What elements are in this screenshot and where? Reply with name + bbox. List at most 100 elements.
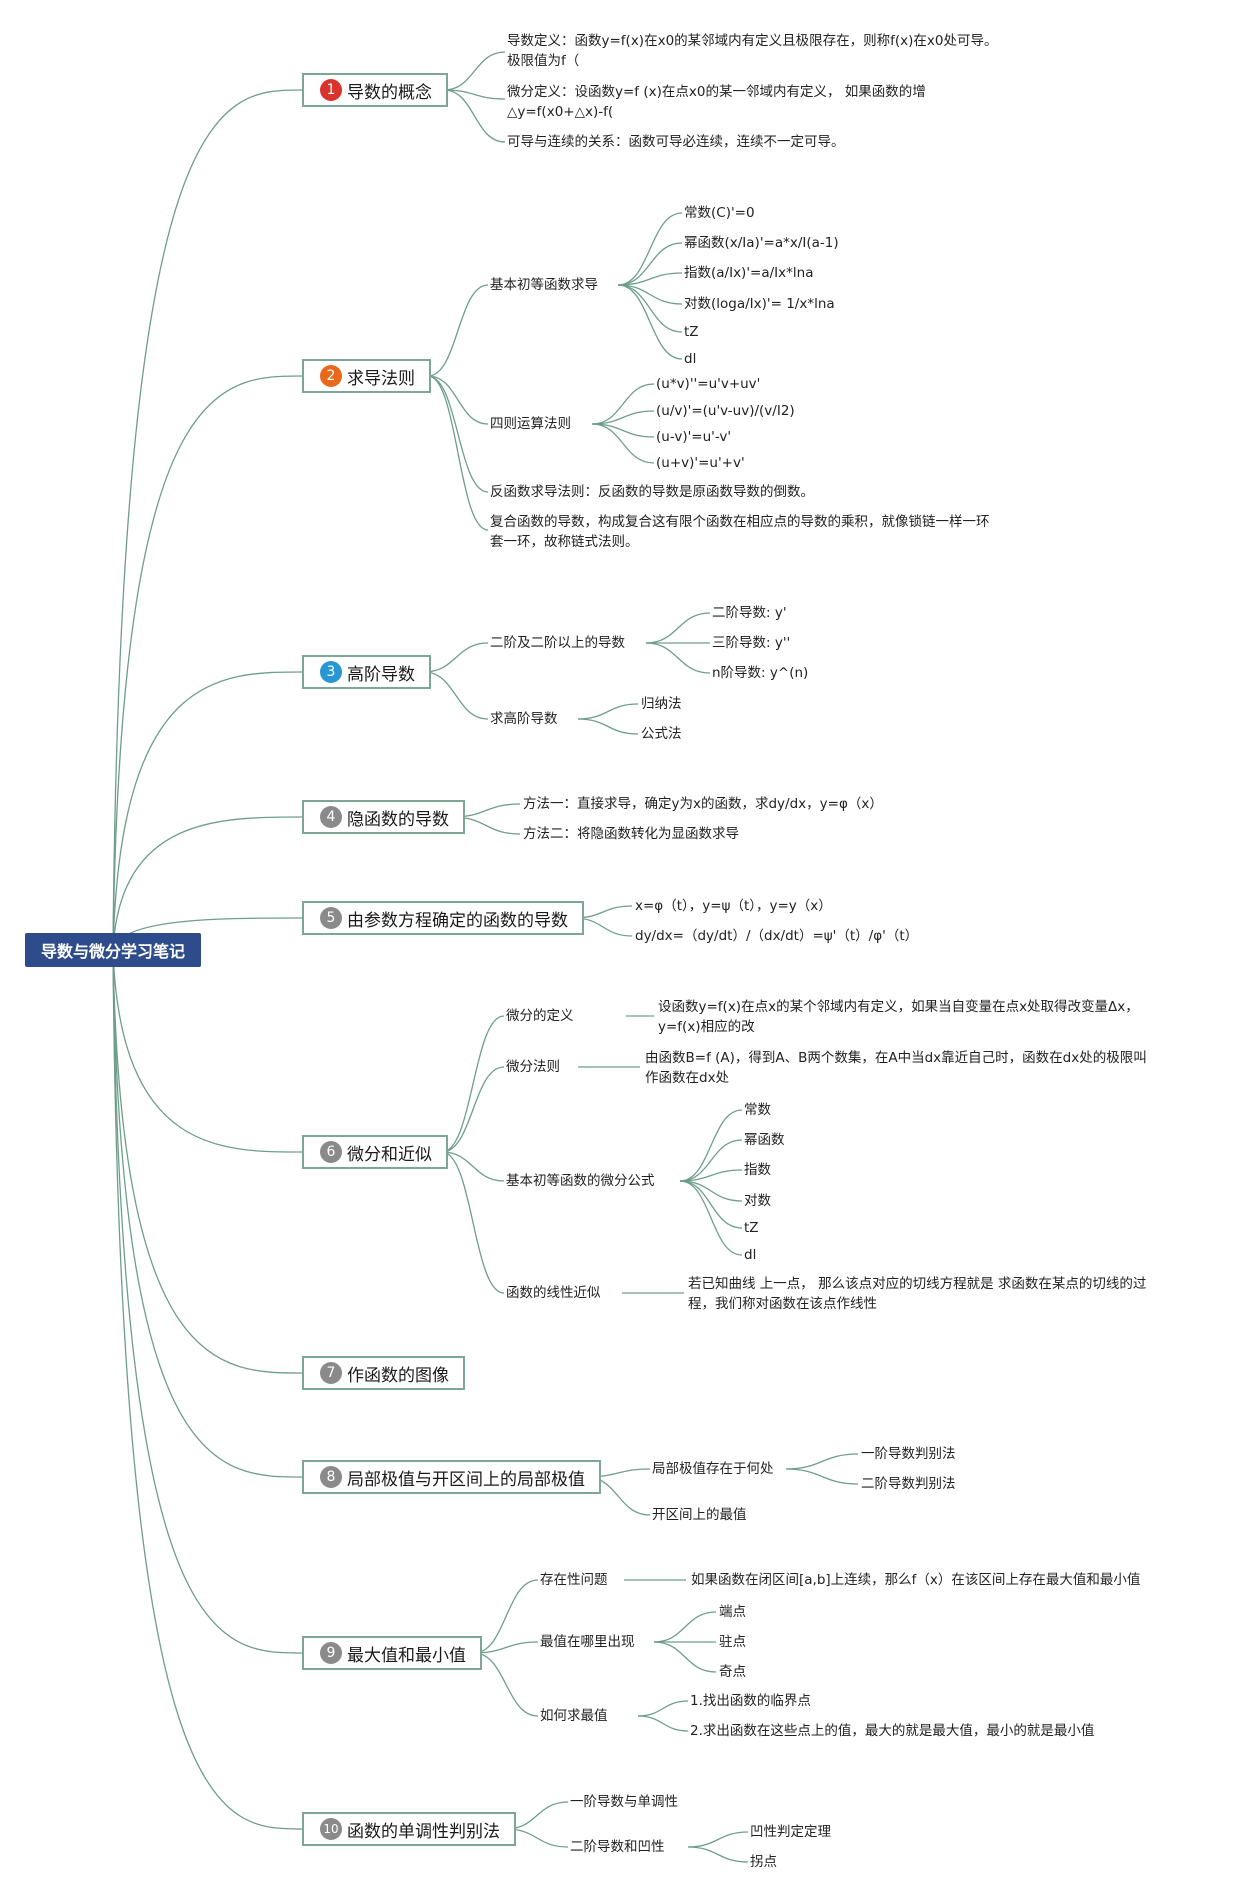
node-t10b[interactable]: 二阶导数和凹性 xyxy=(570,1839,665,1855)
connector-line xyxy=(617,242,683,286)
connector-line xyxy=(679,1180,743,1256)
node-t9b1[interactable]: 端点 xyxy=(719,1604,746,1620)
node-t10b1[interactable]: 凹性判定定理 xyxy=(750,1824,831,1840)
node-t2a5[interactable]: tZ xyxy=(684,324,699,340)
badge-5: 5 xyxy=(320,907,342,929)
badge-10: 10 xyxy=(320,1818,342,1840)
node-t10a[interactable]: 一阶导数与单调性 xyxy=(570,1794,678,1810)
node-t2b[interactable]: 四则运算法则 xyxy=(490,416,571,432)
connector-line xyxy=(617,284,683,333)
node-t2a[interactable]: 基本初等函数求导 xyxy=(490,277,598,293)
node-t6c2[interactable]: 幂函数 xyxy=(744,1132,785,1148)
node-t9b3[interactable]: 奇点 xyxy=(719,1664,746,1680)
node-t6c6[interactable]: dl xyxy=(744,1247,757,1263)
connector-line xyxy=(617,272,683,286)
node-t6c1[interactable]: 常数 xyxy=(744,1102,771,1118)
node-t6a1[interactable]: 设函数y=f(x)在点x的某个邻域内有定义，如果当自变量在点x处取得改变量Δx，… xyxy=(658,999,1139,1035)
node-t6d[interactable]: 函数的线性近似 xyxy=(506,1285,601,1301)
node-t6b1[interactable]: 由函数B=f (A)，得到A、B两个数集，在A中当dx靠近自己时，函数在dx处的… xyxy=(645,1050,1147,1086)
node-t3b2[interactable]: 公式法 xyxy=(641,726,682,742)
node-t6a[interactable]: 微分的定义 xyxy=(506,1008,574,1024)
connector-line xyxy=(427,375,489,425)
node-t9a[interactable]: 存在性问题 xyxy=(540,1572,608,1588)
topic-label: 最大值和最小值 xyxy=(347,1645,466,1666)
connector-line xyxy=(679,1169,743,1182)
node-t2b4[interactable]: (u+v)'=u'+v' xyxy=(656,455,745,471)
node-t3a2[interactable]: 三阶导数: y'' xyxy=(712,635,791,651)
connector-line xyxy=(591,410,655,425)
connector-line xyxy=(785,1453,859,1470)
node-t6c4[interactable]: 对数 xyxy=(744,1193,771,1209)
node-t9c1[interactable]: 1.找出函数的临界点 xyxy=(690,1693,811,1709)
node-t3a3[interactable]: n阶导数: y^(n) xyxy=(712,665,809,681)
node-t2b2[interactable]: (u/v)'=(u'v-uv)/(v/I2) xyxy=(656,403,795,419)
connector-line xyxy=(679,1109,743,1182)
node-t2a6[interactable]: dl xyxy=(684,351,697,367)
connector-line xyxy=(679,1180,743,1202)
node-t4b[interactable]: 方法二：将隐函数转化为显函数求导 xyxy=(523,826,739,842)
node-t9b2[interactable]: 驻点 xyxy=(719,1634,746,1650)
node-t2a2[interactable]: 幂函数(x/Ia)'=a*x/I(a-1) xyxy=(684,235,839,251)
node-t2a1[interactable]: 常数(C)'=0 xyxy=(684,205,755,221)
connector-line xyxy=(617,284,683,305)
node-t1c[interactable]: 可导与连续的关系：函数可导必连续，连续不一定可导。 xyxy=(507,134,845,150)
node-t6c3[interactable]: 指数 xyxy=(744,1162,771,1178)
badge-2: 2 xyxy=(320,365,342,387)
node-t8a[interactable]: 局部极值存在于何处 xyxy=(652,1461,774,1477)
node-t6d1[interactable]: 若已知曲线 上一点， 那么该点对应的切线方程就是 求函数在某点的切线的过程，我们… xyxy=(688,1276,1147,1312)
connector-line xyxy=(591,423,655,464)
node-t2a3[interactable]: 指数(a/Ix)'=a/Ix*lna xyxy=(684,265,814,281)
node-t8b[interactable]: 开区间上的最值 xyxy=(652,1507,747,1523)
root-connector xyxy=(112,949,303,1478)
node-t3b1[interactable]: 归纳法 xyxy=(641,696,682,712)
connector-line xyxy=(617,284,683,360)
node-t6c[interactable]: 基本初等函数的微分公式 xyxy=(506,1173,655,1189)
node-t8a1[interactable]: 一阶导数判别法 xyxy=(861,1446,956,1462)
node-t10b2[interactable]: 拐点 xyxy=(750,1854,777,1870)
topic-label: 由参数方程确定的函数的导数 xyxy=(347,910,568,931)
badge-7: 7 xyxy=(320,1362,342,1384)
node-t2b3[interactable]: (u-v)'=u'-v' xyxy=(656,429,732,445)
node-t9c[interactable]: 如何求最值 xyxy=(540,1708,608,1724)
node-t3b[interactable]: 求高阶导数 xyxy=(490,711,558,727)
badge-6: 6 xyxy=(320,1141,342,1163)
node-t5b[interactable]: dy/dx=（dy/dt）/（dx/dt）=ψ'（t）/φ'（t） xyxy=(635,928,919,944)
node-t1b[interactable]: 微分定义：设函数y=f (x)在点x0的某一邻域内有定义， 如果函数的增△y=f… xyxy=(507,84,926,120)
node-t9a1[interactable]: 如果函数在闭区间[a,b]上连续，那么f（x）在该区间上存在最大值和最小值 xyxy=(691,1572,1141,1588)
node-t1a[interactable]: 导数定义：函数y=f(x)在x0的某邻域内有定义且极限存在，则称f(x)在x0处… xyxy=(507,33,998,69)
connector-line xyxy=(637,1715,689,1732)
node-t2b1[interactable]: (u*v)''=u'v+uv' xyxy=(656,376,761,392)
badge-4: 4 xyxy=(320,806,342,828)
node-t2a4[interactable]: 对数(loga/Ix)'= 1/x*lna xyxy=(684,296,835,312)
connector-line xyxy=(441,1066,505,1153)
node-t6b[interactable]: 微分法则 xyxy=(506,1059,560,1075)
node-t2c[interactable]: 反函数求导法则：反函数的导数是原函数导数的倒数。 xyxy=(490,484,814,500)
node-t9b[interactable]: 最值在哪里出现 xyxy=(540,1634,635,1650)
connector-line xyxy=(679,1139,743,1182)
root-topic[interactable]: 导数与微分学习笔记 xyxy=(25,933,201,967)
connector-line xyxy=(423,671,489,720)
connector-line xyxy=(687,1831,749,1848)
node-t9c2[interactable]: 2.求出函数在这些点上的值，最大的就是最大值，最小的就是最小值 xyxy=(690,1723,1095,1739)
node-t3a[interactable]: 二阶及二阶以上的导数 xyxy=(490,635,625,651)
node-t5a[interactable]: x=φ（t），y=ψ（t），y=y（x） xyxy=(635,898,832,914)
node-t6c5[interactable]: tZ xyxy=(744,1220,759,1236)
connector-line xyxy=(679,1180,743,1229)
connector-line xyxy=(687,1846,749,1863)
node-t3a1[interactable]: 二阶导数: y' xyxy=(712,605,787,621)
node-t4a[interactable]: 方法一：直接求导，确定y为x的函数，求dy/dx，y=φ（x） xyxy=(523,796,883,812)
node-t2d[interactable]: 复合函数的导数，构成复合这有限个函数在相应点的导数的乘积，就像锁链一样一环套一环… xyxy=(490,514,990,550)
node-t8a2[interactable]: 二阶导数判别法 xyxy=(861,1476,956,1492)
